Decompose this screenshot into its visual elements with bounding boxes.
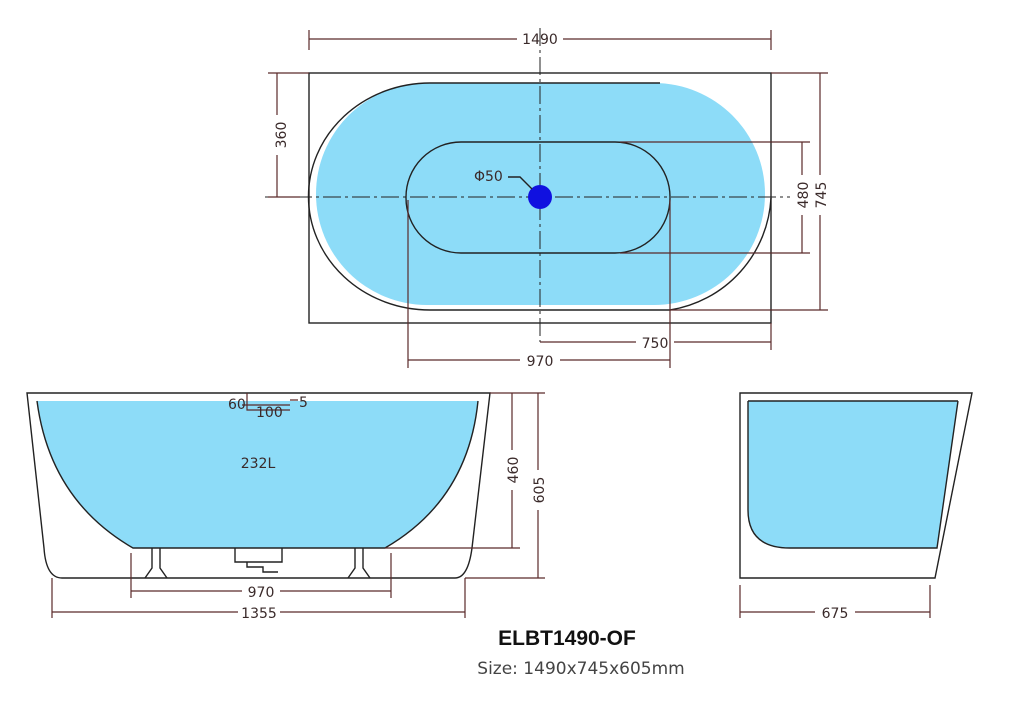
size-label: Size: 1490x745x605mm bbox=[477, 659, 685, 679]
drain-icon bbox=[528, 185, 552, 209]
tub-outline bbox=[307, 82, 772, 311]
top-view: Φ50 1490 360 480 745 750 970 bbox=[265, 28, 830, 370]
dim-basin-width: 480 bbox=[796, 182, 812, 209]
water-area-side bbox=[37, 401, 478, 548]
tub-end-outline bbox=[739, 392, 973, 579]
overflow-dim-a: 60 bbox=[228, 397, 246, 413]
dim-width: 1490 bbox=[522, 32, 558, 48]
dim-base-width: 675 bbox=[822, 606, 849, 622]
dim-water-depth: 460 bbox=[506, 457, 522, 484]
dim-base-length: 1355 bbox=[241, 606, 277, 622]
feet bbox=[144, 548, 371, 579]
waste-fitting bbox=[234, 548, 283, 573]
dim-feet-span: 970 bbox=[248, 585, 275, 601]
dim-height: 605 bbox=[532, 477, 548, 504]
drain-label: Φ50 bbox=[474, 169, 503, 185]
water-area-end bbox=[748, 401, 958, 548]
overflow-dim-c: 5 bbox=[299, 395, 308, 411]
overflow-dim-b: 100 bbox=[256, 405, 283, 421]
end-view: 675 bbox=[739, 392, 973, 622]
dim-depth: 745 bbox=[814, 182, 830, 209]
dim-drain-offset: 360 bbox=[274, 122, 290, 149]
model-name: ELBT1490-OF bbox=[498, 627, 636, 650]
dim-basin-length: 970 bbox=[527, 354, 554, 370]
tub-side-outline bbox=[26, 392, 491, 579]
side-view: 60 100 5 232L 460 605 970 1355 bbox=[26, 392, 548, 622]
dim-drain-to-end: 750 bbox=[642, 336, 669, 352]
capacity-label: 232L bbox=[241, 456, 276, 472]
